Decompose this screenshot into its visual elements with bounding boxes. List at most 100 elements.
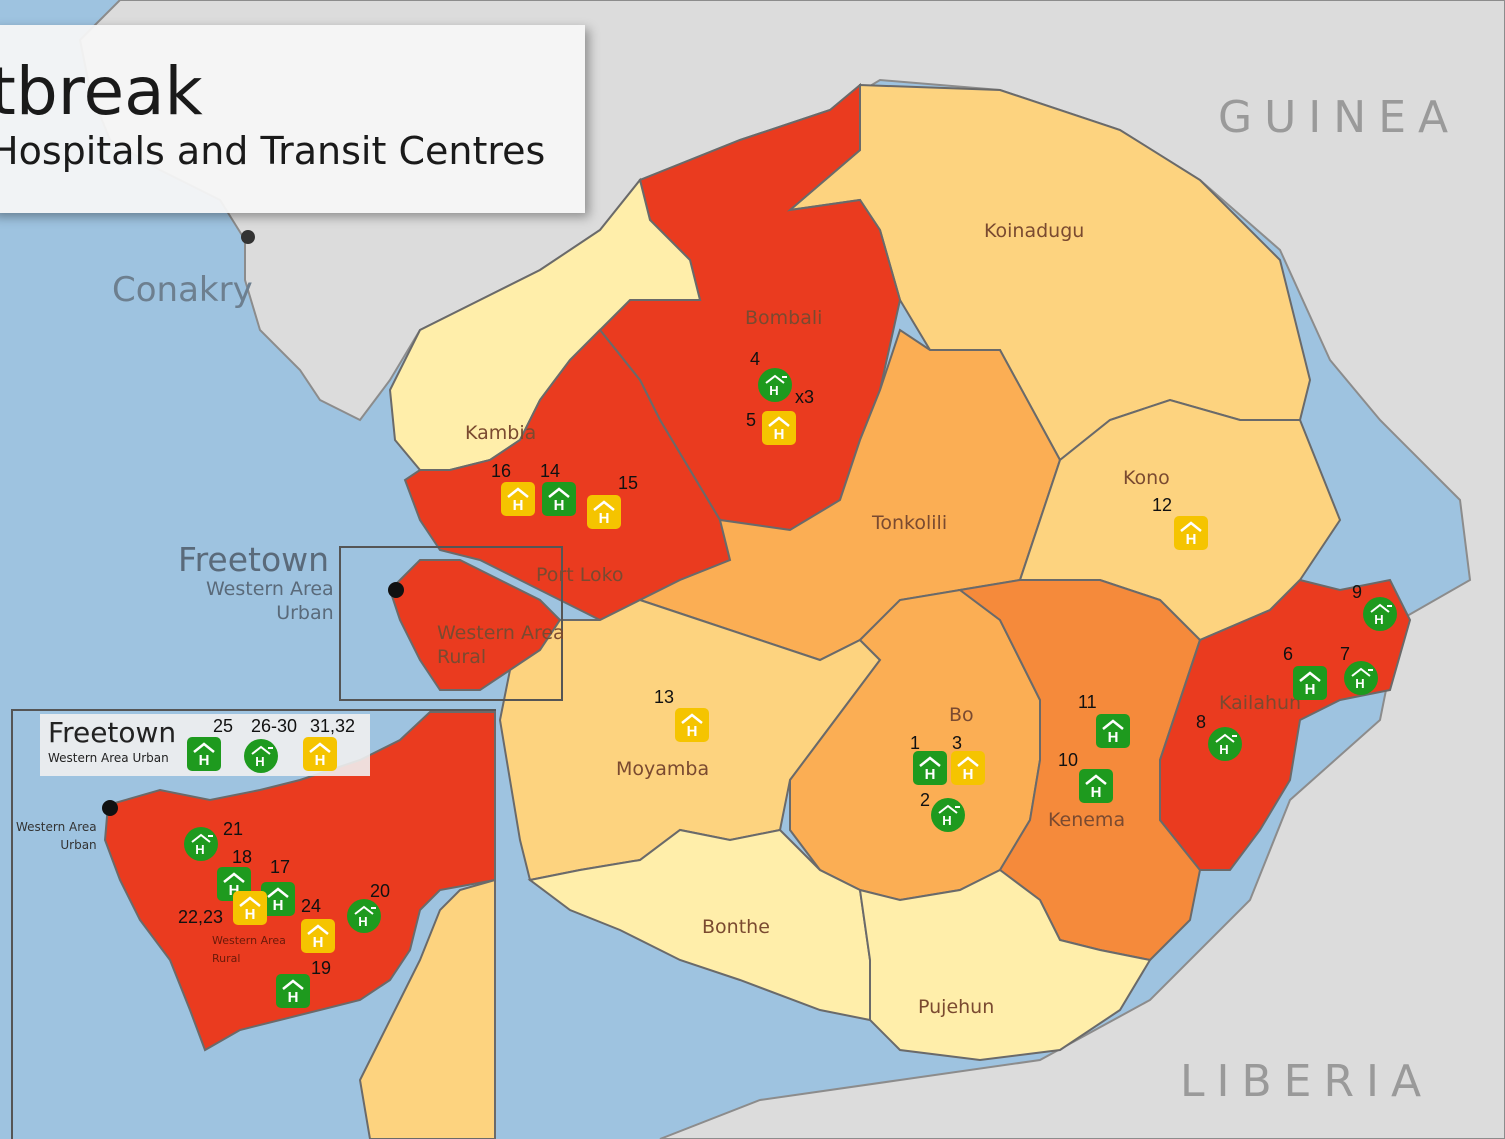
svg-text:H: H — [769, 383, 778, 398]
svg-text:H: H — [199, 752, 210, 769]
inset-title: Freetown — [48, 716, 177, 749]
inset-rural-label: Western Area Rural — [212, 934, 286, 965]
freetown-dot — [388, 582, 404, 598]
hospital-icon[interactable]: H — [541, 481, 577, 517]
map-title: tbreak — [0, 53, 203, 130]
svg-text:H: H — [273, 897, 284, 914]
facility-number: 12 — [1152, 495, 1173, 515]
label-pujehun: Pujehun — [918, 996, 995, 1018]
label-bo: Bo — [949, 704, 974, 726]
label-liberia: LIBERIA — [1180, 1056, 1434, 1107]
clinic-icon[interactable]: H — [346, 898, 382, 934]
svg-text:H: H — [963, 766, 974, 783]
facility-number: 2 — [920, 790, 931, 810]
district-pujehun — [858, 868, 1152, 1062]
clinic-icon[interactable]: H — [1343, 660, 1379, 696]
legend-hospital-icon: H — [186, 736, 222, 772]
facility-number: 8 — [1196, 712, 1207, 732]
facility-number: 13 — [654, 687, 675, 707]
district-kailahun — [1159, 578, 1412, 871]
facility-number: 14 — [540, 461, 561, 481]
clinic-icon[interactable]: H — [757, 367, 793, 403]
clinic-icon[interactable]: H — [930, 797, 966, 833]
inset-pale-land — [358, 878, 496, 1139]
title-box: tbreak Hospitals and Transit Centres — [0, 25, 585, 213]
hospital-icon[interactable]: H — [1292, 665, 1328, 701]
svg-text:H: H — [229, 882, 240, 899]
label-multiplier: x3 — [795, 387, 815, 407]
hospital-icon[interactable]: H — [912, 750, 948, 786]
svg-text:H: H — [245, 906, 256, 923]
label-freetown-area: Western Area Urban — [206, 578, 334, 624]
inset-subtitle: Western Area Urban — [48, 751, 169, 765]
district-kenema — [957, 579, 1202, 962]
svg-text:H: H — [195, 842, 204, 857]
facility-number: 11 — [1078, 692, 1097, 712]
facility-number: 20 — [370, 881, 391, 901]
transit-centre-icon[interactable]: H — [761, 410, 797, 446]
svg-text:H: H — [1186, 531, 1197, 548]
transit-centre-icon[interactable]: H — [232, 890, 268, 926]
facility-number: 19 — [311, 958, 332, 978]
transit-centre-icon[interactable]: H — [300, 918, 336, 954]
facility-number: 6 — [1283, 644, 1294, 664]
svg-text:H: H — [313, 934, 324, 951]
hospital-icon[interactable]: H — [275, 973, 311, 1009]
svg-text:H: H — [315, 752, 326, 769]
facility-number: 7 — [1340, 644, 1351, 664]
svg-text:H: H — [1219, 742, 1228, 757]
svg-text:H: H — [1108, 729, 1119, 746]
svg-text:H: H — [599, 510, 610, 527]
transit-centre-icon[interactable]: H — [1173, 515, 1209, 551]
map-subtitle: Hospitals and Transit Centres — [0, 129, 546, 173]
transit-centre-icon[interactable]: H — [586, 494, 622, 530]
svg-text:H: H — [687, 723, 698, 740]
clinic-icon[interactable]: H — [183, 826, 219, 862]
hospital-icon[interactable]: H — [1078, 768, 1114, 804]
label-koinadugu: Koinadugu — [984, 220, 1085, 242]
transit-centre-icon[interactable]: H — [500, 481, 536, 517]
transit-centre-icon[interactable]: H — [674, 707, 710, 743]
label-kenema: Kenema — [1048, 809, 1126, 831]
label-moyamba: Moyamba — [616, 758, 710, 780]
inset-land — [103, 711, 496, 1052]
facility-number: 17 — [270, 857, 291, 877]
svg-text:H: H — [255, 754, 264, 769]
facility-number: 10 — [1058, 750, 1079, 770]
label-bonthe: Bonthe — [702, 916, 770, 938]
clinic-icon[interactable]: H — [1362, 596, 1398, 632]
label-bombali: Bombali — [745, 307, 823, 329]
facility-number: 24 — [301, 896, 322, 916]
label-port-loko: Port Loko — [536, 564, 624, 586]
freetown-extent-box — [339, 546, 563, 701]
svg-text:H: H — [513, 497, 524, 514]
inset-urban-label: Western Area Urban — [16, 820, 97, 852]
label-tonkolili: Tonkolili — [872, 512, 948, 534]
facility-number: 5 — [746, 410, 757, 430]
transit-centre-icon[interactable]: H — [950, 750, 986, 786]
facility-number: 3 — [952, 733, 963, 753]
conakry-dot — [241, 230, 255, 244]
svg-text:H: H — [1091, 784, 1102, 801]
hospital-icon[interactable]: H — [1095, 713, 1131, 749]
facility-number: 15 — [618, 473, 639, 493]
svg-text:H: H — [942, 813, 951, 828]
facility-number: 9 — [1352, 582, 1363, 602]
facility-number: 4 — [750, 349, 761, 369]
hospital-icon[interactable]: H — [260, 881, 296, 917]
label-western-area-rural: Western Area Rural — [437, 622, 565, 668]
svg-text:H: H — [1374, 612, 1383, 627]
facility-number: 16 — [491, 461, 512, 481]
label-conakry: Conakry — [112, 270, 253, 310]
facility-number: 22,23 — [178, 907, 224, 927]
clinic-icon[interactable]: H — [1207, 726, 1243, 762]
facility-number: 21 — [223, 819, 244, 839]
svg-text:H: H — [288, 989, 299, 1006]
label-guinea: GUINEA — [1218, 92, 1461, 143]
svg-text:H: H — [1355, 676, 1364, 691]
inset-legend-number-1: 25 — [213, 716, 234, 736]
label-kono: Kono — [1123, 467, 1170, 489]
svg-text:H: H — [925, 766, 936, 783]
